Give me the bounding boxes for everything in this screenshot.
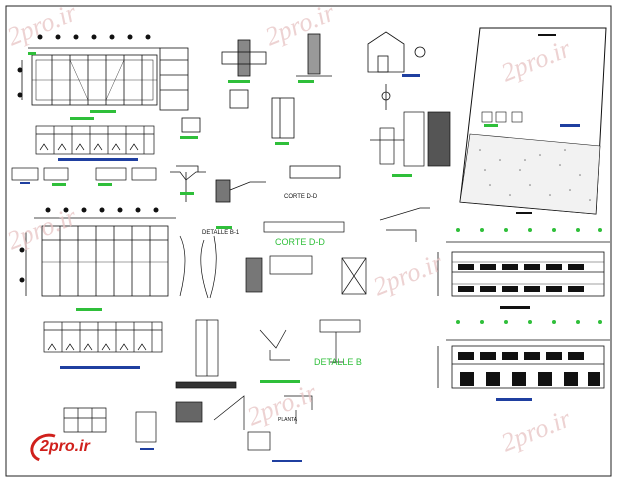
- logo-text: 2pro.ir: [40, 438, 90, 455]
- bottom-small-details: [63, 381, 271, 451]
- wall-section-detail: [370, 111, 451, 167]
- grid-bubbles-top: [17, 34, 151, 98]
- site-plan: [459, 27, 607, 215]
- detalle-b1-label: DETALLE B-1: [202, 230, 240, 236]
- column-details-top: [176, 33, 341, 203]
- facade-upper-windows: [458, 264, 584, 292]
- planta-label: PLANTA: [278, 417, 298, 423]
- facade-lower-windows: [458, 352, 600, 386]
- site-logo: 2pro.ir: [26, 429, 90, 467]
- grid-bubbles-mid: [19, 207, 159, 283]
- facade-lower: [437, 339, 610, 389]
- elevation-strip-2: [43, 321, 163, 353]
- detalle-b-label: DETALLE B: [314, 357, 362, 367]
- plan-top-left: [21, 47, 189, 111]
- facade-upper: [437, 241, 610, 297]
- sheet-border: [5, 5, 612, 477]
- elevation-strip-1: [35, 125, 155, 155]
- corte-dd-label: CORTE D-D: [275, 237, 325, 247]
- corte-dd-small-label: CORTE D-D: [284, 194, 318, 200]
- roof-section: [367, 31, 426, 110]
- facade-upper-markers: [456, 228, 602, 232]
- center-details: [179, 207, 430, 424]
- plan-middle-left: [25, 217, 176, 297]
- facade-lower-markers: [456, 320, 602, 324]
- small-details-row: [11, 167, 206, 181]
